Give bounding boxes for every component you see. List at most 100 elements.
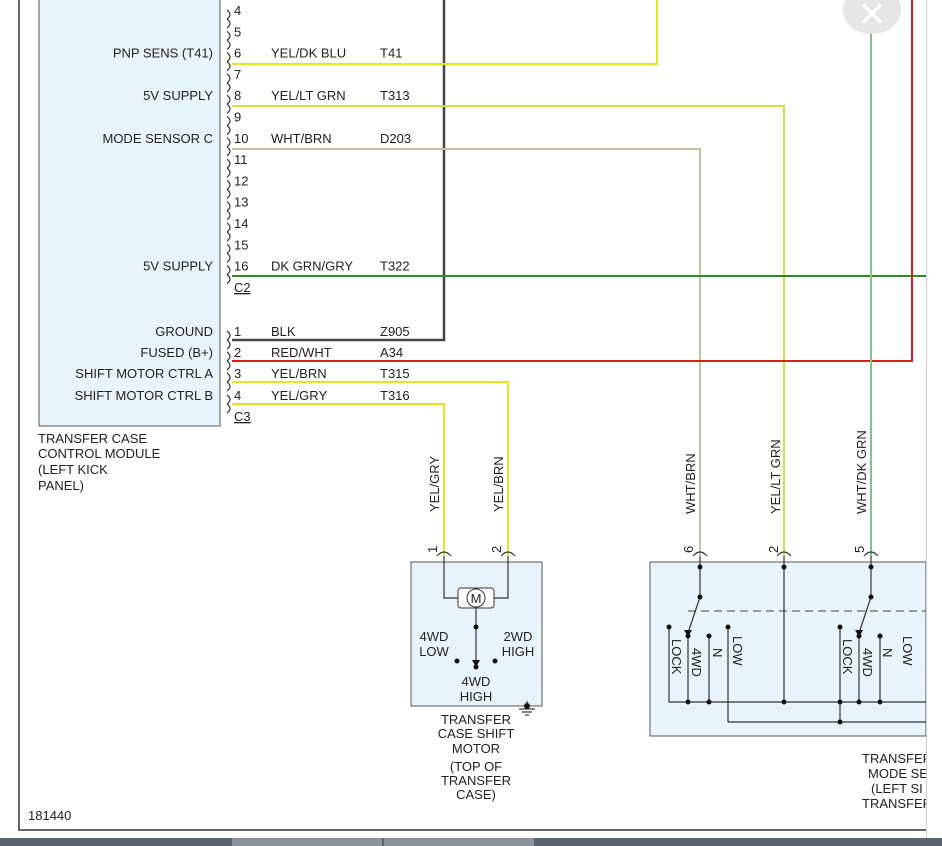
shift-motor-caption: TRANSFER CASE SHIFT MOTOR (TOP OF TRANSF… [438, 712, 515, 802]
mode-sensor-caption-line: TRANSFEF [862, 796, 931, 811]
motor-pin2-number: 2 [489, 546, 504, 553]
sw1-lock-label: LOCK [669, 639, 684, 675]
shift-motor-caption-line: CASE) [456, 787, 496, 802]
motor-arrow [472, 660, 480, 667]
pin-function-label: 5V SUPPLY [143, 88, 213, 103]
sensor-pin6-number: 6 [681, 546, 696, 553]
shift-motor-caption-line: CASE SHIFT [438, 726, 515, 741]
connector-hook [226, 94, 231, 105]
wire-color-label: YEL/LT GRN [271, 88, 346, 103]
pin-function-label: 5V SUPPLY [143, 259, 213, 274]
sw1-4wd-label: 4WD [689, 648, 704, 677]
pin-function-label: SHIFT MOTOR CTRL A [75, 366, 213, 381]
sw1-low-label: LOW [730, 636, 745, 666]
wire-yel-brn-t315 [232, 381, 509, 556]
wire-yel-dk-blu-t41 [232, 0, 658, 65]
pin-number: 8 [234, 88, 241, 103]
cup [692, 551, 708, 557]
wire-color-label: BLK [271, 324, 296, 339]
pos-2wd-high-dot [492, 658, 498, 664]
wire-label-yel-brn: YEL/BRN [491, 456, 506, 512]
wire-label-yel-lt-grn: YEL/LT GRN [768, 439, 783, 514]
connector-hook [226, 52, 231, 63]
wire-wht-brn-d203 [232, 148, 701, 556]
mode-sensor-circuit [668, 556, 926, 723]
connector-hook [226, 179, 231, 190]
connector-hook [226, 360, 231, 371]
wire-yel-gry-t316 [232, 403, 445, 556]
pin-number: 7 [234, 67, 241, 82]
mode-sensor-caption-line: TRANSFER [862, 751, 932, 766]
tccm-box [38, 0, 221, 427]
motor-pin1-number: 1 [425, 546, 440, 553]
tccm-caption-line: (LEFT KICK [38, 462, 108, 477]
mode-sensor-component: LOCK 4WD N LOW LOCK 4WD N LOW [649, 556, 927, 737]
pin-number: 6 [234, 46, 241, 61]
shift-motor-caption-line: MOTOR [452, 741, 500, 756]
mode-sensor-caption-line: (LEFT SI [871, 781, 923, 796]
pin-number: 15 [234, 237, 248, 252]
connector-hook [226, 274, 231, 285]
connector-hook [226, 265, 231, 276]
pin-number: 9 [234, 110, 241, 125]
mode-sensor-nodes [666, 564, 883, 725]
connector-hook [226, 39, 231, 50]
c2-connector-label: C2 [234, 280, 251, 295]
motor-lead-b [491, 556, 509, 599]
taskbar-segment [384, 838, 534, 846]
figure-id: 181440 [28, 808, 71, 823]
connector-hook [226, 137, 231, 148]
pin-number: 13 [234, 195, 248, 210]
sw1-n-label: N [710, 648, 725, 657]
connector-hook [226, 158, 231, 169]
pin-number: 3 [234, 366, 241, 381]
wire-color-label: WHT/BRN [271, 131, 332, 146]
c3-connector-label: C3 [234, 409, 251, 424]
connector-hook [226, 125, 231, 135]
sensor-pin2-number: 2 [766, 546, 781, 553]
sw2-4wd-label: 4WD [860, 648, 875, 677]
pin-number: 10 [234, 131, 248, 146]
connector-hook [226, 243, 231, 254]
shift-motor-caption-line: TRANSFER [441, 712, 511, 727]
connector-hook [226, 201, 231, 212]
taskbar-segment [232, 838, 382, 846]
pos-4wd-low-label: LOW [419, 644, 449, 659]
motor-symbol-letter: M [471, 591, 482, 606]
pin-function-label: PNP SENS (T41) [113, 46, 213, 61]
wire-label-wht-brn: WHT/BRN [683, 453, 698, 514]
wire-color-label: YEL/DK BLU [271, 46, 346, 61]
ground-node [524, 703, 530, 709]
sw2-low-label: LOW [900, 636, 915, 666]
connector-hook [226, 61, 231, 72]
wire-color-label: DK GRN/GRY [271, 259, 353, 274]
connector-hook [226, 188, 231, 199]
connector-hook [226, 403, 231, 414]
circuit-id-label: Z905 [380, 324, 410, 339]
wire-label-wht-dk-grn: WHT/DK GRN [854, 430, 869, 514]
connector-hook [226, 9, 231, 20]
connector-hook [226, 252, 231, 263]
connector-hook [226, 116, 231, 126]
mode-sensor-caption-line: MODE SE [868, 766, 928, 781]
pin-function-label: MODE SENSOR C [102, 131, 213, 146]
connector-hook [226, 381, 231, 392]
circuit-id-label: T41 [380, 46, 402, 61]
tccm-caption: TRANSFER CASE CONTROL MODULE (LEFT KICK … [38, 431, 161, 493]
sw2-n-label: N [880, 648, 895, 657]
pin-number: 14 [234, 216, 248, 231]
window-right-edge [926, 0, 942, 846]
circuit-id-label: A34 [380, 345, 403, 360]
connector-hook [226, 394, 231, 405]
wire-red-wht-a34 [232, 0, 913, 362]
sw2-lock-label: LOCK [840, 639, 855, 675]
pin-number: 4 [234, 3, 241, 18]
connector-hook [226, 167, 231, 178]
connector-hook [226, 18, 231, 29]
tccm-caption-line: PANEL) [38, 478, 84, 493]
shift-motor-caption-line: TRANSFER [441, 773, 511, 788]
wires [232, 0, 931, 556]
shift-motor-component: M 4WD LOW 2WD HIGH 4WD HIGH [410, 556, 543, 716]
